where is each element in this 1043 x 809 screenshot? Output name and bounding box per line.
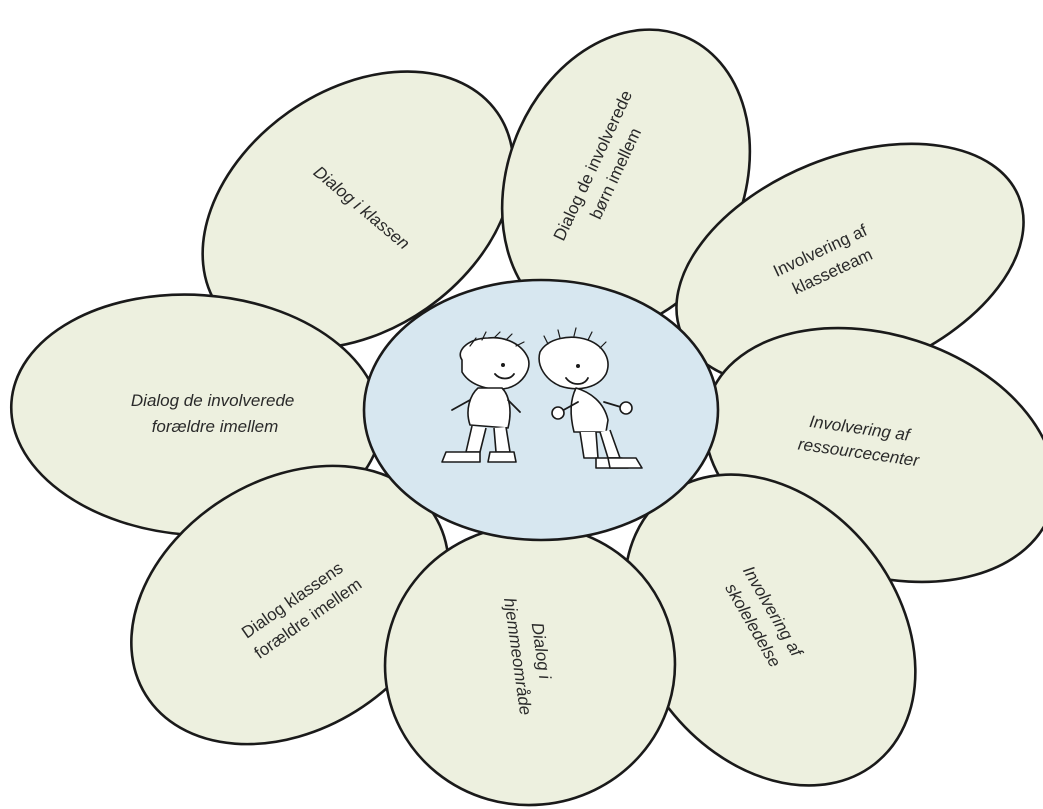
petal-involvering-skoleledelse: Involvering af skoleledelse: [623, 473, 917, 787]
petal-involvering-klasseteam: Involvering af klasseteam: [675, 142, 1025, 388]
petal-dialog-hjemmeomraade: Dialog i hjemmeområde: [383, 523, 677, 807]
center-circle: [362, 278, 720, 542]
petal-dialog-klassens-foraeldre: Dialog klassens forældre imellem: [130, 464, 450, 746]
center-hub: [362, 278, 720, 542]
petal-dialog-involverede-foraeldre-label: Dialog de involverede forældre imellem: [131, 391, 299, 436]
right-boy-figure: [538, 327, 643, 469]
left-boy-figure: [441, 331, 530, 463]
petal-dialog-involverede-born: Dialog de involverede børn imellem: [500, 28, 752, 332]
petal-dialog-i-klassen: Dialog i klassen: [201, 70, 515, 350]
arguing-boys-illustration: [441, 327, 643, 469]
